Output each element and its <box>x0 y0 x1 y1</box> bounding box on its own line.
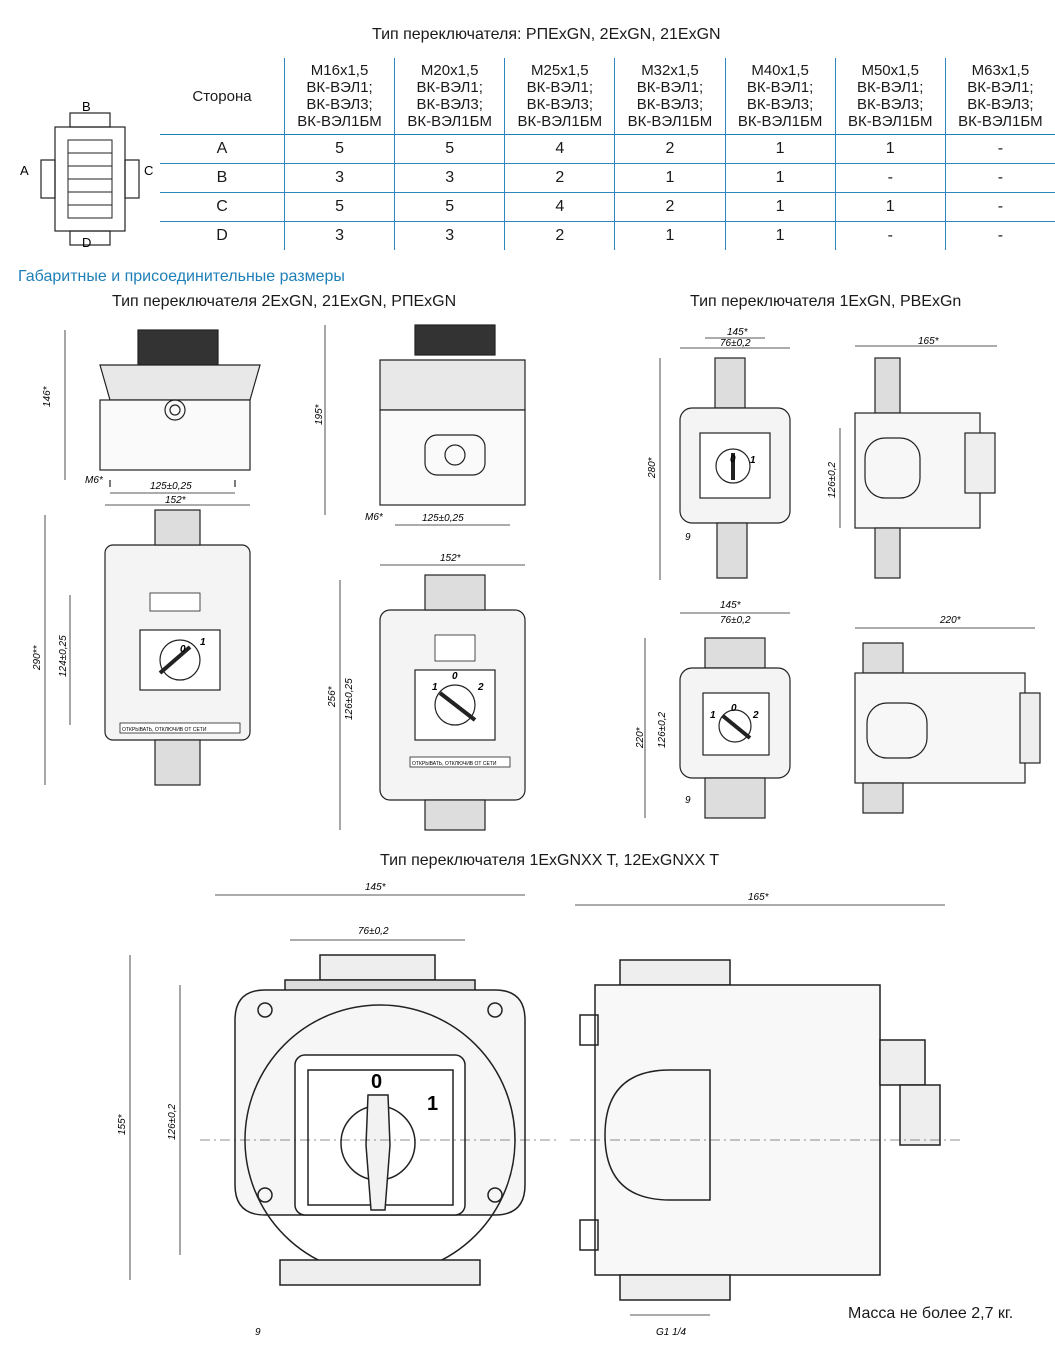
svg-text:146*: 146* <box>42 385 53 407</box>
svg-text:165*: 165* <box>918 336 940 347</box>
svg-text:126±0,2: 126±0,2 <box>657 711 668 748</box>
svg-text:G1 1/4: G1 1/4 <box>656 1327 686 1338</box>
group1-title: Тип переключателя 2ExGN, 21ExGN, РПExGN <box>112 293 457 310</box>
svg-text:165*: 165* <box>748 892 770 903</box>
svg-text:220*: 220* <box>939 615 962 626</box>
svg-text:145*: 145* <box>727 327 749 338</box>
svg-text:145*: 145* <box>365 882 387 893</box>
svg-text:0: 0 <box>180 644 186 655</box>
svg-text:0: 0 <box>452 671 458 682</box>
svg-text:0: 0 <box>731 703 737 714</box>
svg-text:125±0,25: 125±0,25 <box>422 513 464 524</box>
svg-text:126±0,2: 126±0,2 <box>167 1103 178 1140</box>
svg-text:76±0,2: 76±0,2 <box>720 338 751 349</box>
table-title: Тип переключателя: РПExGN, 2ExGN, 21ExGN <box>372 26 721 43</box>
side-label-a: A <box>20 163 29 178</box>
svg-text:152*: 152* <box>165 495 187 506</box>
svg-text:152*: 152* <box>440 553 462 564</box>
svg-text:195*: 195* <box>314 403 325 425</box>
mass-note: Масса не более 2,7 кг. <box>848 1305 1014 1322</box>
drawing-group-3: 145* 76±0,2 155* 126±0,2 9 0 1 165* G1 1… <box>117 882 960 1338</box>
section-title: Габаритные и присоединительные размеры <box>18 268 345 285</box>
group3-title: Тип переключателя 1ExGNXX T, 12ExGNXX T <box>380 852 720 869</box>
svg-text:9: 9 <box>685 532 691 543</box>
svg-text:1: 1 <box>432 682 438 693</box>
svg-text:124±0,25: 124±0,25 <box>58 635 69 677</box>
svg-text:1: 1 <box>200 637 206 648</box>
drawing-group-1: 146* 125±0,25 M6* 152* 290** 124±0,25 0 … <box>32 324 526 831</box>
svg-text:290**: 290** <box>32 644 43 671</box>
side-label-c: C <box>144 163 153 178</box>
svg-text:2: 2 <box>752 710 759 721</box>
svg-text:126±0,2: 126±0,2 <box>827 461 838 498</box>
drawing-group-2: 145* 76±0,2 280* 9 0 1 165* 126±0,2 145*… <box>635 327 1041 819</box>
side-header: Сторона <box>192 87 252 105</box>
svg-text:M6*: M6* <box>85 475 104 486</box>
svg-text:126±0,25: 126±0,25 <box>344 678 355 720</box>
svg-text:9: 9 <box>255 1327 261 1338</box>
svg-text:76±0,2: 76±0,2 <box>720 615 751 626</box>
side-label-b: B <box>82 99 91 114</box>
side-diagram: B A C D <box>20 99 153 250</box>
svg-text:1: 1 <box>710 710 716 721</box>
svg-text:76±0,2: 76±0,2 <box>358 926 389 937</box>
svg-text:1: 1 <box>750 455 756 466</box>
side-label-d: D <box>82 235 91 250</box>
svg-text:9: 9 <box>685 795 691 806</box>
svg-text:ОТКРЫВАТЬ, ОТКЛЮЧИВ ОТ СЕТИ: ОТКРЫВАТЬ, ОТКЛЮЧИВ ОТ СЕТИ <box>412 761 497 767</box>
svg-text:256*: 256* <box>327 685 338 708</box>
group2-title: Тип переключателя 1ExGN, PBExGn <box>690 293 962 310</box>
svg-text:220*: 220* <box>635 726 646 749</box>
svg-text:145*: 145* <box>720 600 742 611</box>
svg-text:0: 0 <box>730 454 736 465</box>
svg-text:1: 1 <box>427 1093 438 1115</box>
svg-text:2: 2 <box>477 682 484 693</box>
svg-text:ОТКРЫВАТЬ, ОТКЛЮЧИВ ОТ СЕТИ: ОТКРЫВАТЬ, ОТКЛЮЧИВ ОТ СЕТИ <box>122 727 207 733</box>
svg-text:0: 0 <box>371 1071 382 1093</box>
svg-text:155*: 155* <box>117 1113 128 1135</box>
svg-text:280*: 280* <box>647 456 658 479</box>
svg-text:M6*: M6* <box>365 512 384 523</box>
svg-text:125±0,25: 125±0,25 <box>150 481 192 492</box>
